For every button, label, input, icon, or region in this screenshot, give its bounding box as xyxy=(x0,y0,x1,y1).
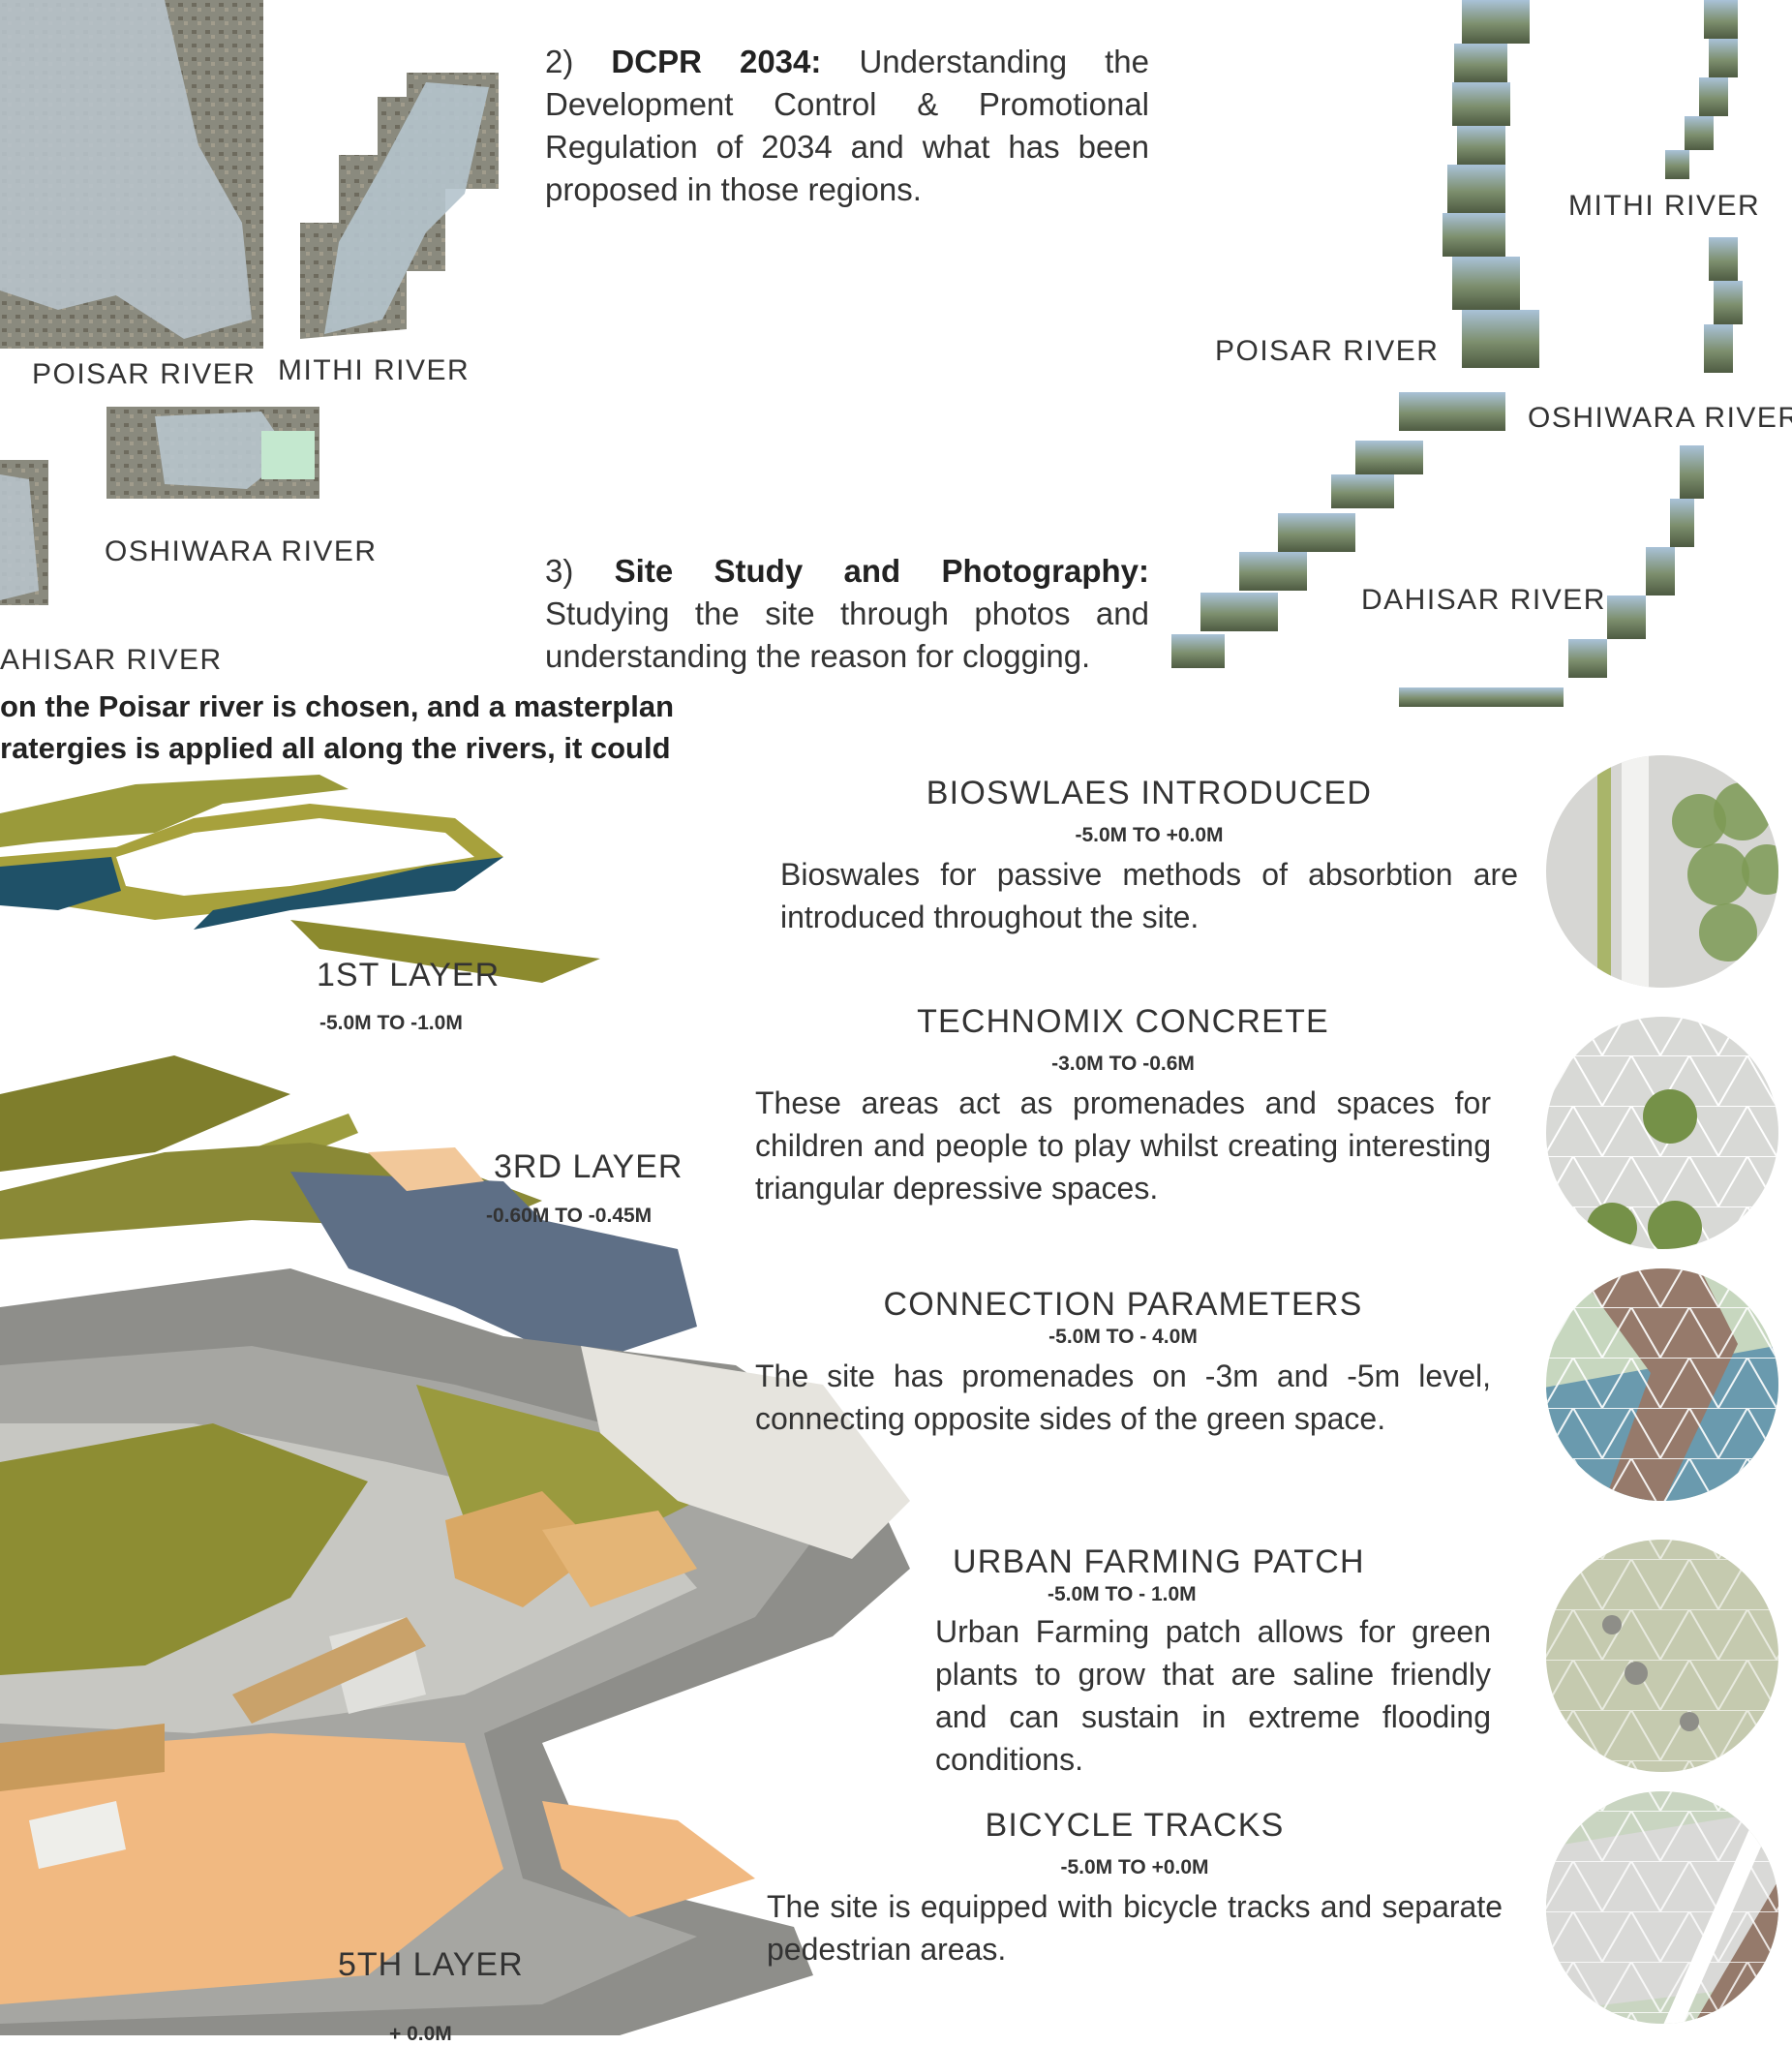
feature-technomix-range: -3.0M TO -0.6M xyxy=(1051,1053,1195,1075)
bicycle-track-detail-circle xyxy=(1546,1791,1778,2024)
section-dcpr-text: Understanding the Development Control & … xyxy=(545,44,1150,207)
section-dcpr-heading: DCPR 2034: xyxy=(611,44,822,79)
section-site-study-text: Studying the site through photos and und… xyxy=(545,595,1149,674)
feature-connection: CONNECTION PARAMETERS -5.0M TO - 4.0M Th… xyxy=(755,1286,1491,1440)
feature-urban-farming-range: -5.0M TO - 1.0M xyxy=(1048,1583,1197,1605)
poisar-map-label: POISAR RIVER xyxy=(32,358,257,390)
river-catchment-maps xyxy=(0,0,499,605)
layer-5-title: 5TH LAYER xyxy=(338,1946,524,1983)
layer-3-range: -0.60M TO -0.45M xyxy=(486,1205,653,1227)
layer-5-range: + 0.0M xyxy=(389,2023,452,2045)
dahisar-map-label: AHISAR RIVER xyxy=(0,644,223,676)
mithi-map-label: MITHI RIVER xyxy=(278,354,471,386)
layer-3-green-promenade xyxy=(0,1055,697,1365)
dahisar-photo-column xyxy=(1399,445,1704,707)
photo-mithi-label: MITHI RIVER xyxy=(1568,190,1761,222)
feature-connection-desc: The site has promenades on -3m and -5m l… xyxy=(755,1359,1491,1436)
site-photo-strips xyxy=(1171,0,1743,707)
feature-bicycle-title: BICYCLE TRACKS xyxy=(985,1807,1285,1844)
intro-line-1: on the Poisar river is chosen, and a mas… xyxy=(0,689,675,723)
bioswale-detail-circle xyxy=(1546,755,1778,988)
oshiwara-photo-column xyxy=(1704,237,1743,373)
feature-urban-farming-title: URBAN FARMING PATCH xyxy=(953,1543,1365,1580)
feature-technomix-title: TECHNOMIX CONCRETE xyxy=(917,1003,1329,1040)
photo-poisar-label: POISAR RIVER xyxy=(1215,335,1440,367)
section-site-study-heading: Site Study and Photography: xyxy=(614,553,1149,589)
intro-line-2: ratergies is applied all along the river… xyxy=(0,731,671,765)
urban-farming-detail-circle xyxy=(1546,1540,1778,1772)
feature-bioswales-title: BIOSWLAES INTRODUCED xyxy=(926,775,1373,811)
section-site-study-number: 3) xyxy=(545,553,574,589)
feature-connection-title: CONNECTION PARAMETERS xyxy=(883,1286,1363,1323)
diagonal-photo-steps xyxy=(1171,441,1423,668)
feature-bicycle: BICYCLE TRACKS -5.0M TO +0.0M The site i… xyxy=(767,1807,1503,1970)
layer-1-river-channel xyxy=(0,775,600,983)
oshiwara-catchment-overlay xyxy=(155,412,290,489)
connection-detail-circle xyxy=(1546,1268,1778,1501)
technomix-detail-circle xyxy=(1546,1017,1778,1249)
feature-connection-range: -5.0M TO - 4.0M xyxy=(1048,1326,1198,1348)
feature-bicycle-range: -5.0M TO +0.0M xyxy=(1060,1856,1209,1878)
layer-3-title: 3RD LAYER xyxy=(494,1148,683,1185)
feature-bioswales-desc: Bioswales for passive methods of absorbt… xyxy=(780,857,1518,934)
poisar-catchment-overlay xyxy=(0,0,252,339)
dahisar-catchment-overlay xyxy=(0,474,39,600)
oshiwara-map-label: OSHIWARA RIVER xyxy=(105,535,378,567)
feature-bioswales: BIOSWLAES INTRODUCED -5.0M TO +0.0M Bios… xyxy=(780,775,1518,938)
poisar-photo-column xyxy=(1399,0,1539,431)
feature-urban-farming-desc: Urban Farming patch allows for green pla… xyxy=(935,1614,1491,1777)
section-dcpr-number: 2) xyxy=(545,44,574,79)
section-dcpr: 2) DCPR 2034: Understanding the Developm… xyxy=(545,41,1149,211)
feature-technomix: TECHNOMIX CONCRETE -3.0M TO -0.6M These … xyxy=(755,1003,1491,1209)
mithi-catchment-overlay xyxy=(324,82,489,334)
section-site-study: 3) Site Study and Photography: Studying … xyxy=(545,550,1149,678)
photo-dahisar-label: DAHISAR RIVER xyxy=(1361,584,1606,616)
mithi-photo-column xyxy=(1665,0,1738,179)
layer-5-site-ground xyxy=(0,1268,910,2035)
feature-detail-circles xyxy=(1546,755,1778,2024)
photo-oshiwara-label: OSHIWARA RIVER xyxy=(1528,402,1792,434)
feature-technomix-desc: These areas act as promenades and spaces… xyxy=(755,1085,1491,1206)
layer-1-range: -5.0M TO -1.0M xyxy=(319,1012,463,1034)
feature-bicycle-desc: The site is equipped with bicycle tracks… xyxy=(767,1889,1503,1967)
feature-bioswales-range: -5.0M TO +0.0M xyxy=(1075,824,1224,846)
layer-1-title: 1ST LAYER xyxy=(317,957,501,993)
oshiwara-green-zone xyxy=(261,431,315,479)
exploded-layer-axonometric xyxy=(0,775,910,2035)
feature-urban-farming: URBAN FARMING PATCH -5.0M TO - 1.0M Urba… xyxy=(935,1543,1491,1781)
